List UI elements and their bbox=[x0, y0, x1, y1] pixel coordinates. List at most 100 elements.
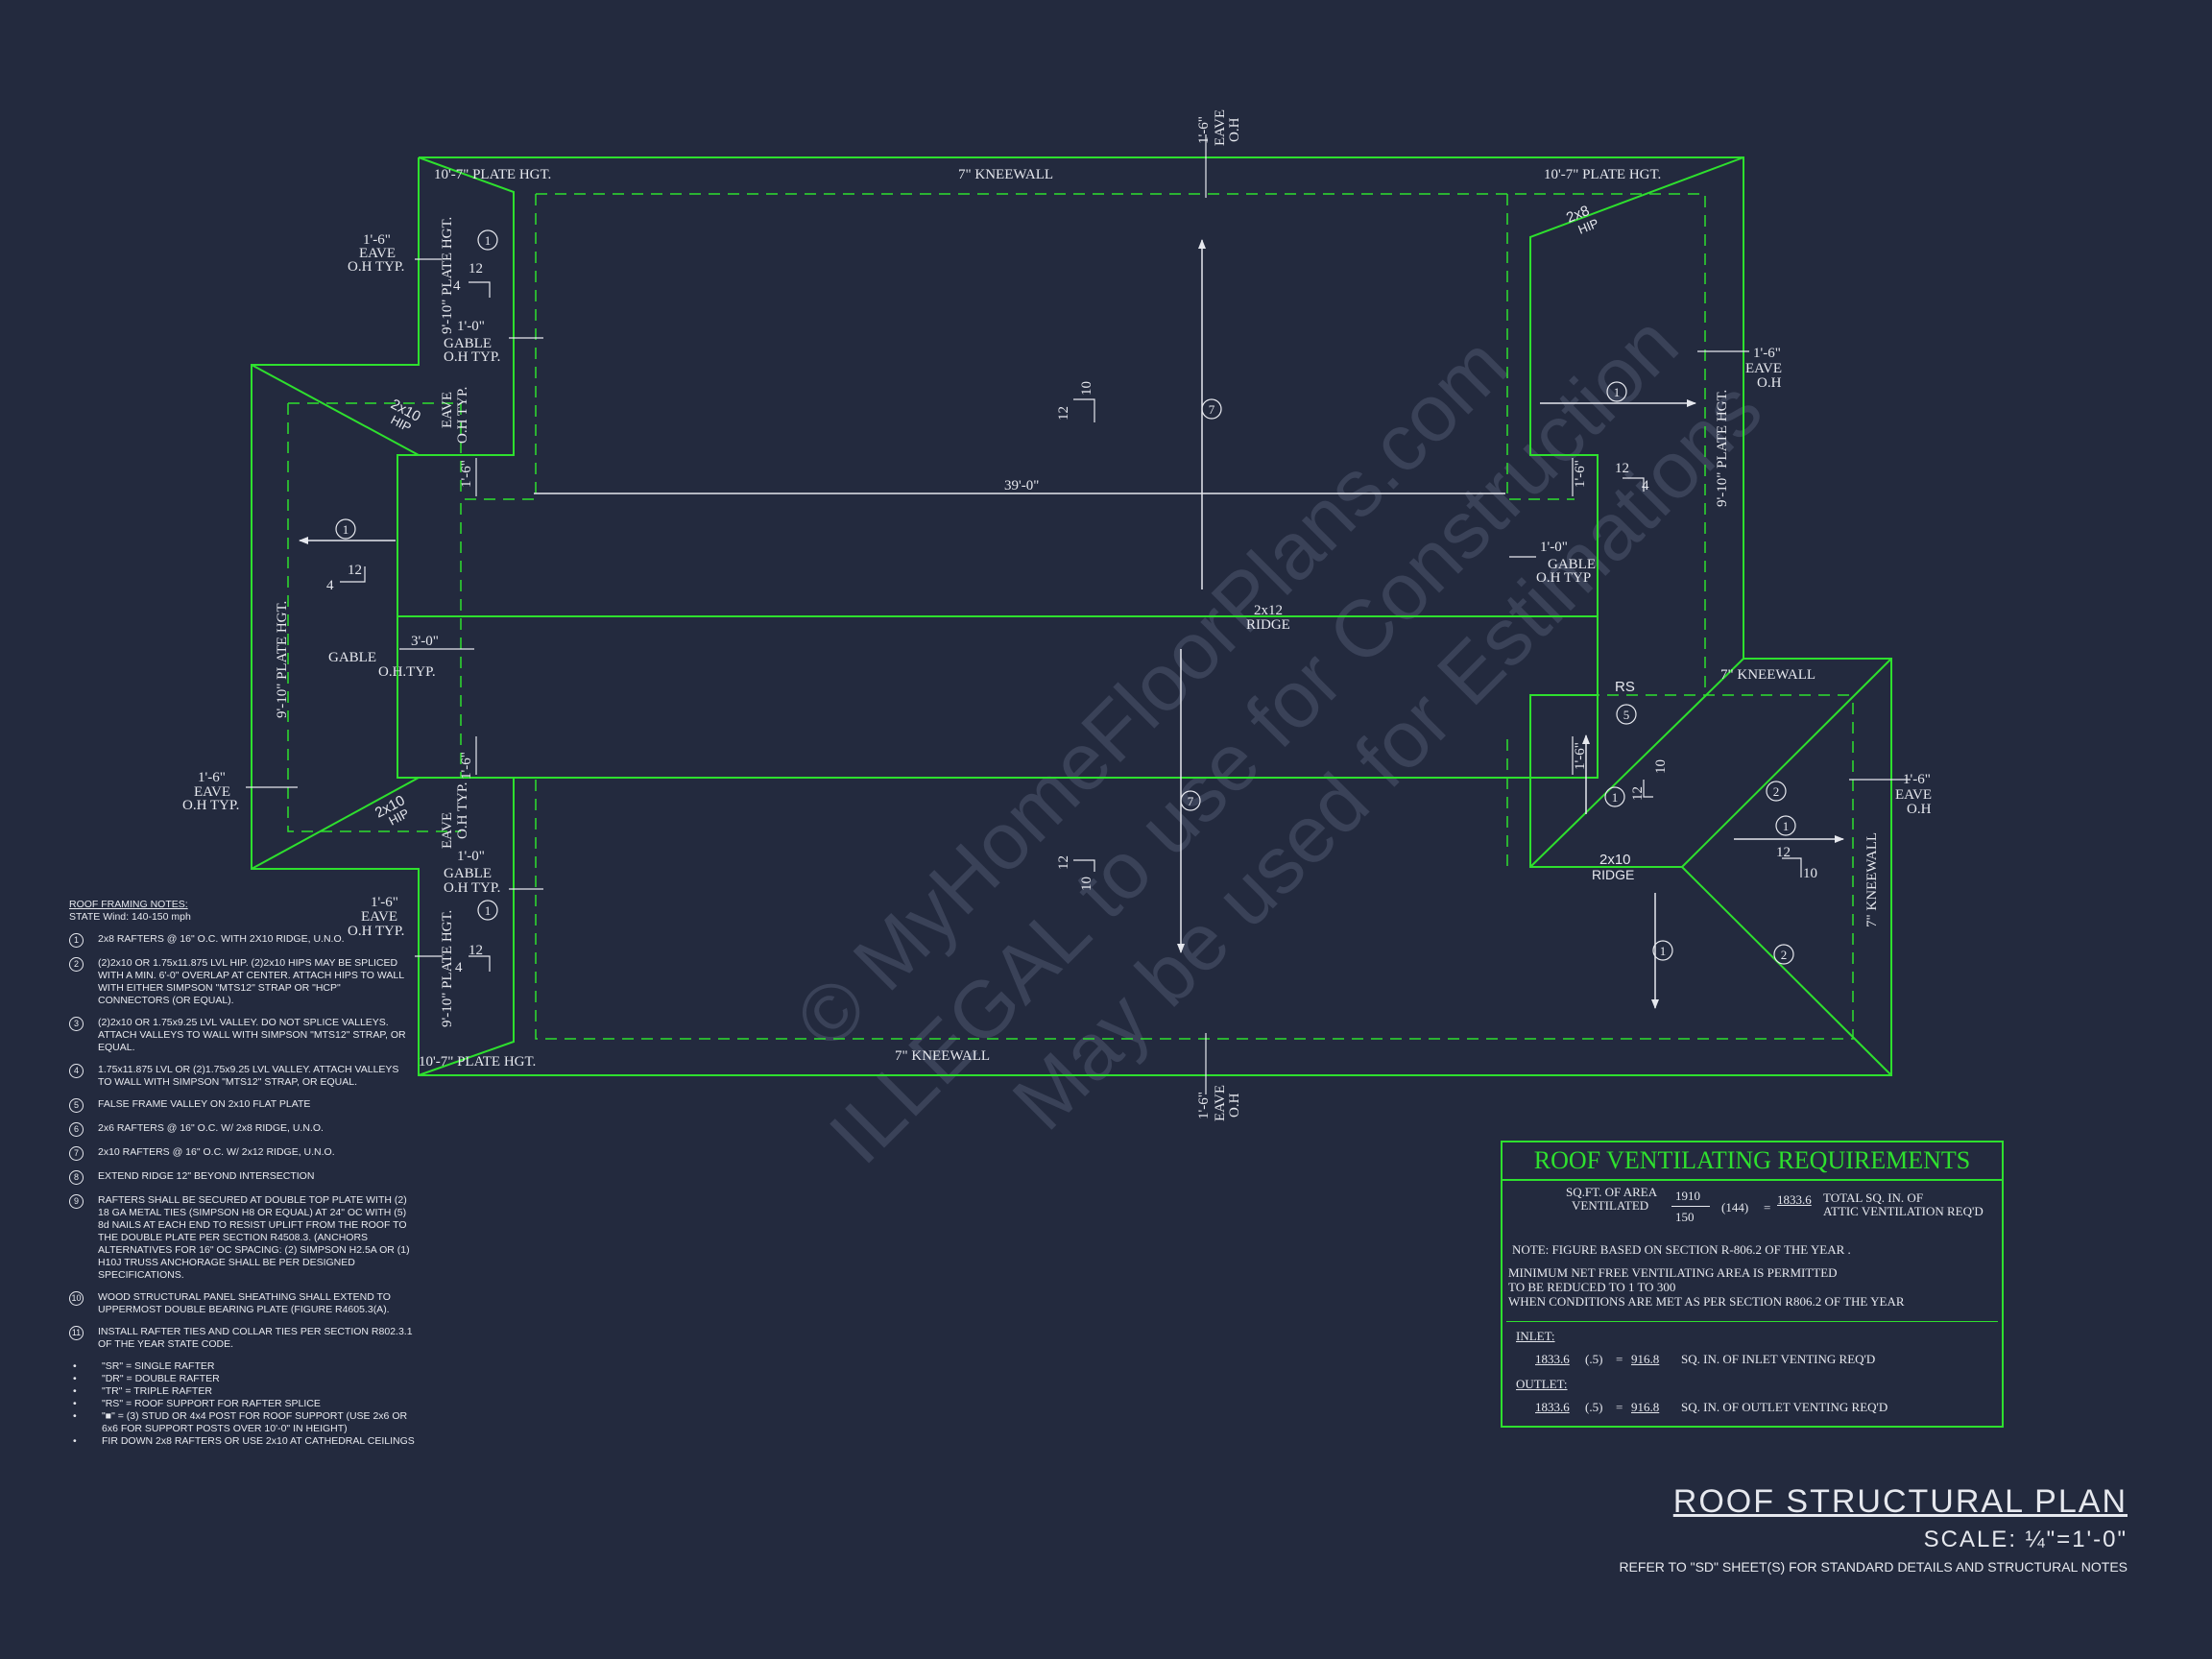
vent-note-3: TO BE REDUCED TO 1 TO 300 bbox=[1508, 1280, 1676, 1294]
dim-eave-right-lower: 1'-6" bbox=[1903, 772, 1931, 787]
rs-label: RS bbox=[1615, 679, 1635, 695]
bullet-text: "RS" = ROOF SUPPORT FOR RAFTER SPLICE bbox=[102, 1398, 321, 1409]
note-text: 1.75x11.875 LVL OR (2)1.75x9.25 LVL VALL… bbox=[98, 1064, 399, 1088]
eave-lower-wing: EAVE bbox=[440, 812, 455, 849]
pitch-mark bbox=[1643, 780, 1653, 798]
vent-note-2: MINIMUM NET FREE VENTILATING AREA IS PER… bbox=[1508, 1265, 1838, 1280]
dim-right-wing-lower: 1'-6" bbox=[1573, 742, 1588, 770]
oh-typ-gable-right: O.H TYP bbox=[1536, 570, 1591, 586]
callout-num: 1 bbox=[485, 903, 492, 918]
bullet-text: "DR" = DOUBLE RAFTER bbox=[102, 1373, 220, 1384]
pitch-mark bbox=[469, 281, 491, 298]
vent-sqft-label-2: VENTILATED bbox=[1572, 1198, 1649, 1213]
dashed-bottom bbox=[461, 695, 1854, 1040]
pitch-4: 4 bbox=[455, 960, 463, 975]
pitch-10: 10 bbox=[1079, 381, 1094, 396]
oh-typ-upper-wing: O.H TYP. bbox=[455, 387, 470, 444]
pitch-mark bbox=[340, 566, 366, 583]
bullet-mark: • bbox=[73, 1435, 77, 1447]
note-text: (2)2x10 OR 1.75x11.875 LVL HIP. (2)2x10 … bbox=[98, 957, 404, 1006]
oh-typ-gable-upper: O.H TYP. bbox=[444, 349, 500, 365]
note-text: 2x8 RAFTERS @ 16" O.C. WITH 2X10 RIDGE, … bbox=[98, 933, 345, 945]
dim-eave-lower-left: 1'-6" bbox=[371, 895, 398, 910]
plate-910-upper-left: 9'-10" PLATE HGT. bbox=[440, 217, 455, 334]
dashed-left-wing bbox=[288, 402, 462, 499]
pitch-mark bbox=[1623, 477, 1645, 492]
callout-circle bbox=[1652, 940, 1673, 961]
dim-eave-left: 1'-6" bbox=[198, 770, 226, 785]
note-text: FALSE FRAME VALLEY ON 2x10 FLAT PLATE bbox=[98, 1098, 311, 1110]
note-text: WOOD STRUCTURAL PANEL SHEATHING SHALL EX… bbox=[98, 1291, 391, 1315]
wall-outline bbox=[251, 156, 1892, 1076]
callout-num: 1 bbox=[485, 233, 492, 248]
oh-bottom: O.H bbox=[1227, 1093, 1242, 1118]
bullet-mark: • bbox=[73, 1385, 77, 1397]
callout-circle bbox=[1616, 704, 1637, 725]
callout-num: 7 bbox=[1209, 402, 1215, 417]
callout-num: 1 bbox=[1612, 790, 1619, 805]
oh-typ-gable-left: O.H.TYP. bbox=[378, 664, 436, 680]
oh-typ-left: O.H TYP. bbox=[182, 798, 239, 813]
pitch-mark bbox=[469, 955, 491, 972]
dim-gable-lower: 1'-0" bbox=[457, 849, 485, 864]
callout-circle bbox=[1766, 781, 1787, 802]
ridge-size-main: 2x12 bbox=[1254, 603, 1283, 618]
note-item: 3 (2)2x10 OR 1.75x9.25 LVL VALLEY. DO NOT… bbox=[69, 1017, 415, 1054]
note-text: (2)2x10 OR 1.75x9.25 LVL VALLEY. DO NOT … bbox=[98, 1017, 406, 1053]
vent-title: ROOF VENTILATING REQUIREMENTS bbox=[1503, 1142, 2002, 1181]
plate-910-left: 9'-10" PLATE HGT. bbox=[275, 601, 290, 718]
vent-total-label-1: TOTAL SQ. IN. OF bbox=[1823, 1190, 1924, 1205]
pitch-4: 4 bbox=[453, 278, 461, 294]
pitch-12: 12 bbox=[469, 943, 483, 958]
drawing-refer-note: REFER TO "SD" SHEET(S) FOR STANDARD DETA… bbox=[1619, 1559, 2128, 1575]
bullet-item: • "■" = (3) STUD OR 4x4 POST FOR ROOF SUP… bbox=[69, 1410, 415, 1435]
note-text: EXTEND RIDGE 12" BEYOND INTERSECTION bbox=[98, 1170, 315, 1182]
dim-eave-right: 1'-6" bbox=[1753, 346, 1781, 361]
bullet-text: "SR" = SINGLE RAFTER bbox=[102, 1360, 215, 1372]
pitch-12: 12 bbox=[1615, 461, 1629, 476]
vent-total: 1833.6 bbox=[1777, 1192, 1812, 1207]
callout-num: 5 bbox=[1623, 708, 1630, 722]
upper-left-wing bbox=[418, 156, 515, 456]
oh-top: O.H bbox=[1227, 117, 1242, 142]
vent-inlet-mult: (.5) bbox=[1585, 1352, 1603, 1366]
pitch-mark bbox=[1073, 398, 1095, 422]
ridge-main: RIDGE bbox=[1246, 617, 1290, 633]
bullet-mark: • bbox=[73, 1373, 77, 1384]
pitch-12: 12 bbox=[469, 261, 483, 276]
bullet-mark: • bbox=[73, 1410, 77, 1422]
hip-line-upper-left bbox=[251, 364, 420, 456]
hip-line-right-up bbox=[1681, 658, 1892, 868]
pitch-12: 12 bbox=[348, 563, 362, 578]
bullet-text: "■" = (3) STUD OR 4x4 POST FOR ROOF SUPP… bbox=[102, 1410, 408, 1434]
oh-typ-upper-left: O.H TYP. bbox=[348, 259, 404, 275]
pitch-12: 12 bbox=[1630, 786, 1646, 801]
vent-outlet-b: 916.8 bbox=[1631, 1400, 1660, 1414]
vent-den-150: 150 bbox=[1675, 1210, 1695, 1224]
note-number: 3 bbox=[69, 1017, 84, 1031]
eave-left: EAVE bbox=[194, 784, 230, 800]
roof-framing-notes: ROOF FRAMING NOTES: STATE Wind: 140-150 … bbox=[69, 899, 415, 1448]
watermark: © MyHomeFloorPlans.com ILLEGAL to use fo… bbox=[778, 298, 1778, 1180]
dim-lower-wing: 1'-6" bbox=[459, 752, 474, 780]
plate-height-bottom-left: 10'-7" PLATE HGT. bbox=[419, 1054, 536, 1070]
oh-typ-lower-left: O.H TYP. bbox=[348, 924, 404, 939]
vent-num-1910: 1910 bbox=[1675, 1189, 1700, 1203]
vent-outlet-mult: (.5) bbox=[1585, 1400, 1603, 1414]
gable-right: GABLE bbox=[1548, 557, 1596, 572]
note-number: 6 bbox=[69, 1122, 84, 1137]
bullet-item: •"TR" = TRIPLE RAFTER bbox=[69, 1385, 415, 1398]
dashed-right-upper bbox=[1506, 194, 1575, 500]
dim-upper-wing: 1'-6" bbox=[459, 460, 474, 488]
drawing-scale: SCALE: ¼"=1'-0" bbox=[1923, 1527, 2128, 1552]
callout-numbers: 1 7 1 1 7 5 2 1 1 1 1 2 bbox=[343, 233, 1790, 962]
callout-circle bbox=[477, 900, 498, 921]
callout-circle bbox=[477, 229, 498, 251]
